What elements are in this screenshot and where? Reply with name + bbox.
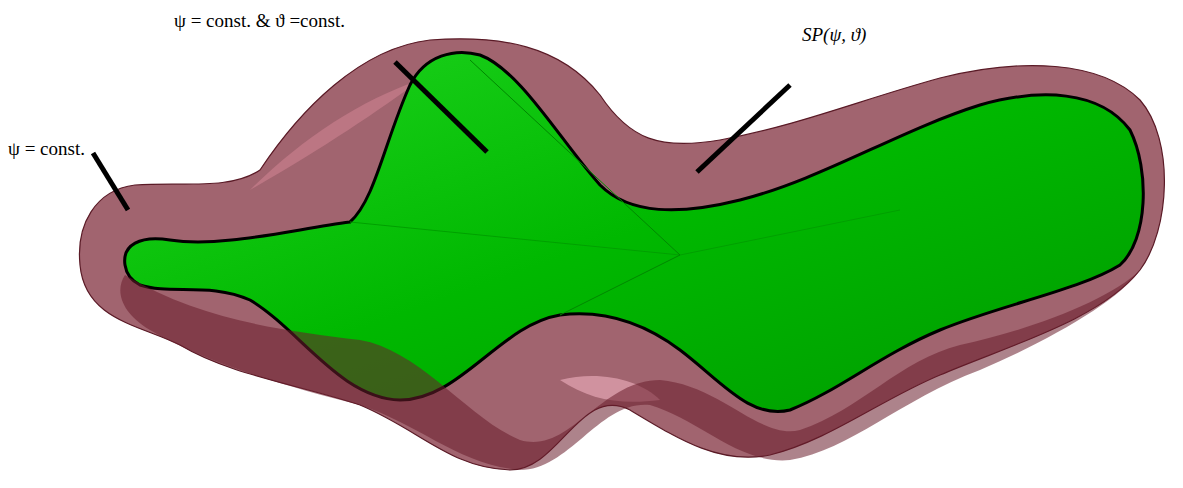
leader-line bbox=[395, 62, 487, 152]
outer-tube-front bbox=[120, 270, 1140, 470]
callout-label: ψ = const. & ϑ =const. bbox=[172, 10, 347, 32]
leader-line bbox=[697, 85, 790, 172]
leader-line bbox=[93, 153, 128, 210]
callout-label: SP(ψ, ϑ) bbox=[800, 24, 868, 46]
surface-fold bbox=[470, 60, 680, 315]
surface-fold bbox=[350, 210, 900, 255]
callout-label: ψ = const. bbox=[6, 138, 87, 160]
outer-tube-surface bbox=[79, 39, 1164, 470]
